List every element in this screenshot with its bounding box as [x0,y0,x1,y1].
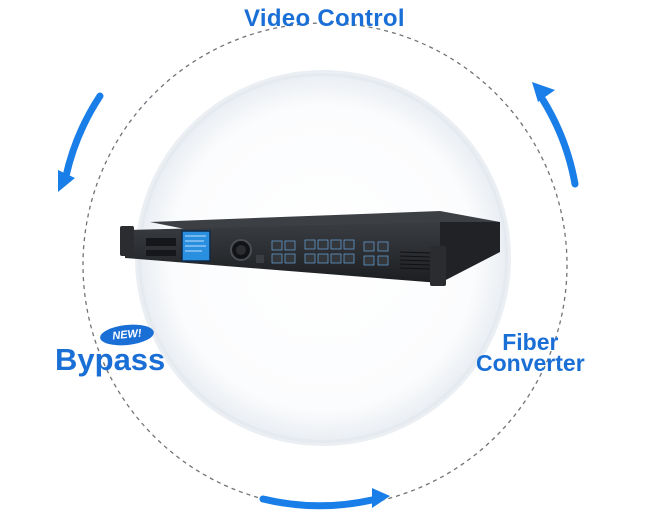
video-control-label: Video Control [244,5,405,32]
circular-arrow-icon [539,96,579,188]
circular-arrow-icon [259,495,376,510]
device-image [120,211,500,286]
fiber-label-line1: Fiber [502,329,559,355]
fiber-converter-label: Fiber Converter [476,329,585,376]
fiber-label-line2: Converter [476,350,585,376]
bypass-label: Bypass [55,342,166,377]
circular-arrow-icon [62,92,104,180]
